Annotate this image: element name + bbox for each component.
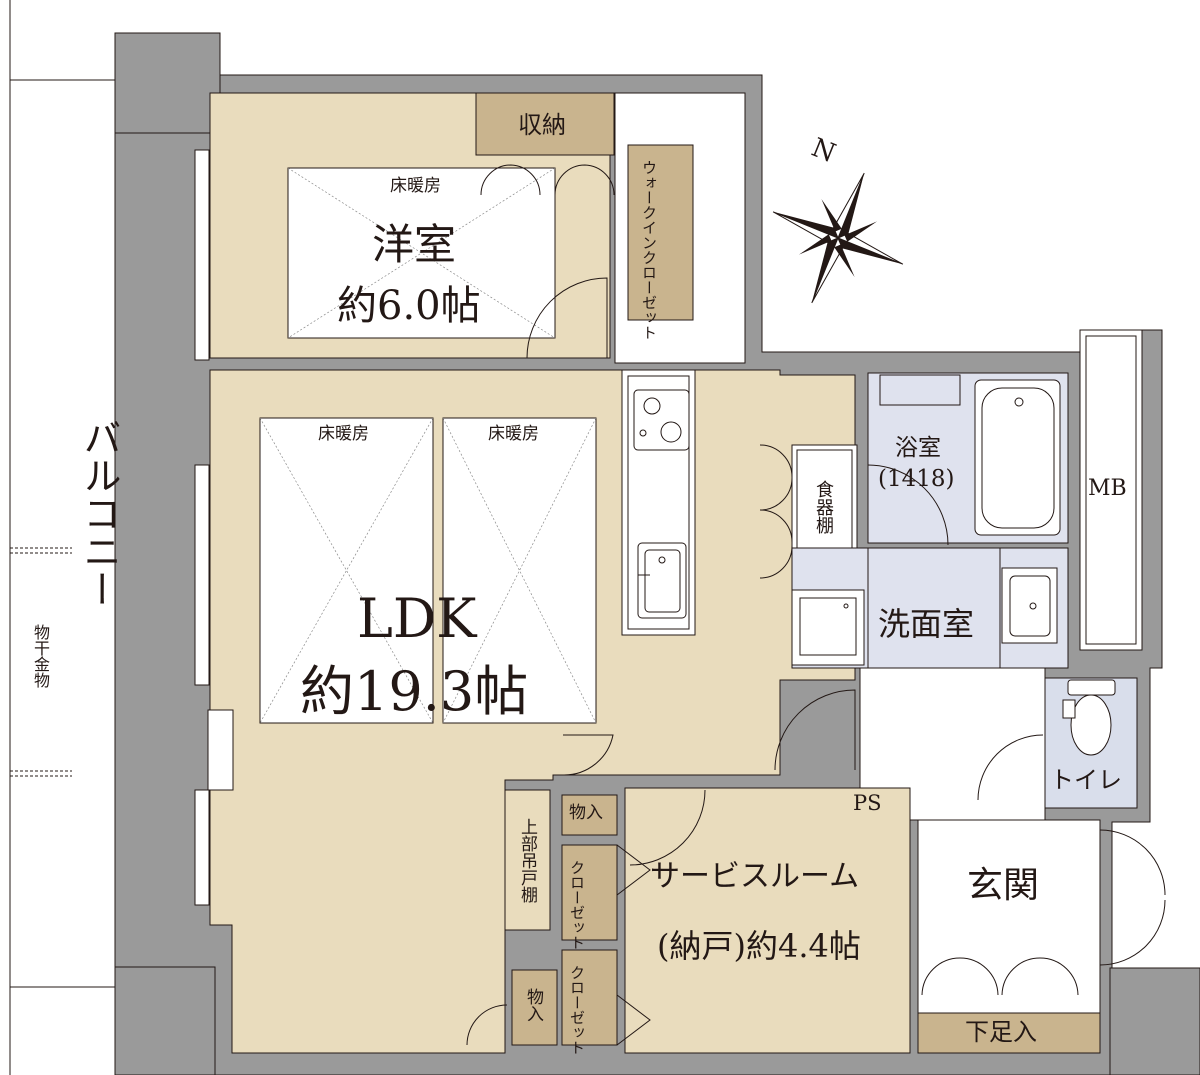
- toilet-bowl-icon: [1062, 679, 1116, 756]
- monoire-bottom-label: 物入: [523, 988, 543, 1022]
- closet-bottom-label: クローゼット: [568, 965, 586, 1055]
- closet-top-label: クローゼット: [568, 860, 586, 950]
- monoire-top-box: [561, 794, 618, 836]
- ps-label: PS: [853, 791, 882, 815]
- storage-top-label: 収納: [518, 111, 566, 139]
- shoe-box-label: 下足入: [965, 1018, 1037, 1046]
- dish-shelf-label: 食器棚: [813, 480, 834, 534]
- closet-bottom-box: [561, 949, 618, 1046]
- mb-label: MB: [1088, 476, 1127, 501]
- door-swings: [466, 164, 1166, 1046]
- service-room-size: (納戸)約4.4帖: [657, 927, 861, 965]
- service-room-name: サービスルーム: [650, 859, 860, 894]
- ldk-name: LDK: [357, 587, 477, 650]
- walk-in-closet-label: ウォークインクローゼット: [640, 160, 658, 340]
- entrance-name: 玄関: [967, 865, 1040, 906]
- ldk-heating-left-label: 床暖房: [318, 424, 369, 444]
- floor-heating-diagonals: [259, 167, 597, 724]
- compass-rose: [772, 172, 904, 304]
- windows-left: [194, 149, 234, 906]
- entrance-floor: [917, 819, 1101, 1016]
- balcony-area: [9, 0, 115, 1075]
- washroom-name: 洗面室: [878, 605, 975, 643]
- balcony-label: バルコニー: [77, 418, 121, 608]
- drying-hardware-label: 物干金物: [31, 624, 50, 688]
- column-bottom-right: [1109, 967, 1200, 1075]
- ldk-size: 約19.3帖: [300, 660, 529, 723]
- mb-shaft: [1079, 329, 1143, 651]
- column-top: [114, 32, 221, 134]
- bath-size: (1418): [878, 466, 955, 492]
- walk-in-closet-shelf: [627, 144, 694, 321]
- closet-top-box: [561, 844, 618, 941]
- column-bottom-left: [114, 966, 216, 1075]
- storage-top: [475, 92, 615, 156]
- monoire-bottom-box: [511, 969, 558, 1046]
- kitchen-counter-inner: [627, 375, 690, 630]
- wash-basin-icon: [1001, 567, 1058, 644]
- washroom-wall-section: [867, 547, 1001, 669]
- ldk-heating-right-label: 床暖房: [488, 424, 539, 444]
- service-room-floor: [624, 787, 911, 1054]
- stove-icon: [633, 389, 690, 451]
- western-room-name: 洋室: [372, 220, 457, 269]
- upper-cabinet-label: 上部吊戸棚: [517, 818, 537, 903]
- western-room-heating-label: 床暖房: [390, 176, 441, 196]
- kitchen-sink-icon: [637, 542, 687, 619]
- toilet-label: トイレ: [1050, 766, 1122, 794]
- bathtub-icon: [974, 379, 1061, 536]
- shoe-box: [917, 1012, 1101, 1054]
- bath-name: 浴室: [895, 435, 941, 461]
- washing-machine-icon: [791, 589, 865, 666]
- western-room-size: 約6.0帖: [337, 283, 481, 329]
- monoire-top-label: 物入: [569, 803, 603, 823]
- upper-cabinet-box: [504, 789, 551, 931]
